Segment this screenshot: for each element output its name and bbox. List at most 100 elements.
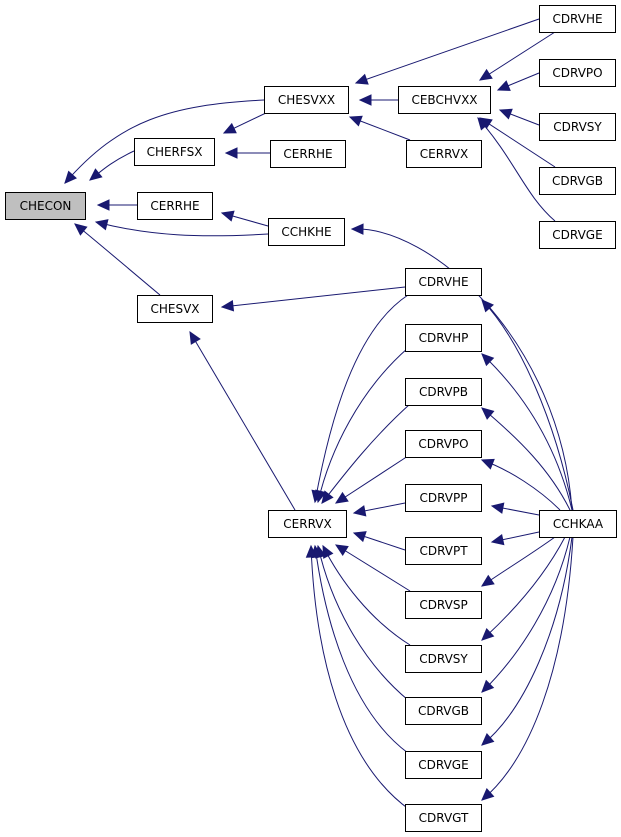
edge-cchkaa-to-cdrvpt — [490, 531, 540, 546]
node-cebchvxx[interactable]: CEBCHVXX — [398, 86, 491, 114]
edge-cchkaa-to-cdrvsp — [481, 536, 556, 587]
node-cdrvsy-top[interactable]: CDRVSY — [539, 113, 616, 141]
node-box — [405, 430, 482, 458]
node-chesvxx[interactable]: CHESVXX — [264, 86, 349, 114]
arrowhead-icon — [480, 458, 495, 470]
edge-cerrhe_a-to-checon — [96, 199, 137, 211]
edge-cchkaa-to-cdrvsy — [481, 536, 566, 641]
node-box — [405, 268, 482, 296]
arrowhead-icon — [481, 299, 494, 313]
arrowhead-icon — [490, 533, 505, 546]
node-label: CERRVX — [283, 517, 331, 531]
arrowhead-icon — [352, 531, 367, 543]
node-cherfsx[interactable]: CHERFSX — [134, 138, 215, 166]
node-cdrvhp[interactable]: CDRVHP — [405, 324, 482, 352]
arrowhead-icon — [305, 544, 318, 558]
node-label: CDRVSY — [419, 652, 468, 666]
node-box — [539, 113, 616, 141]
node-box — [268, 510, 347, 538]
node-box — [405, 378, 482, 406]
node-label: CDRVPP — [420, 491, 468, 505]
node-cdrvhe-top[interactable]: CDRVHE — [539, 5, 616, 33]
node-cdrvgb-top[interactable]: CDRVGB — [539, 167, 616, 195]
arrowhead-icon — [74, 223, 88, 236]
node-box — [405, 697, 482, 725]
node-cdrvge[interactable]: CDRVGE — [405, 751, 482, 779]
edge-cdrvhe_top-to-cebchvxx — [478, 31, 556, 81]
node-label: CDRVPT — [419, 544, 468, 558]
node-box — [268, 218, 345, 246]
edge-line — [335, 455, 409, 504]
arrowhead-icon — [94, 219, 109, 231]
node-cdrvpb[interactable]: CDRVPB — [405, 378, 482, 406]
arrowhead-icon — [481, 627, 495, 641]
node-cdrvhe[interactable]: CDRVHE — [405, 268, 482, 296]
node-cchkhe[interactable]: CCHKHE — [268, 218, 345, 246]
arrowhead-icon — [222, 122, 237, 134]
node-cdrvpo[interactable]: CDRVPO — [405, 430, 482, 458]
node-label: CHESVXX — [278, 93, 335, 107]
node-box — [405, 484, 482, 512]
edge-line — [481, 536, 566, 641]
node-cerrhe-a[interactable]: CERRHE — [137, 192, 213, 220]
edge-line — [335, 544, 411, 592]
node-box — [398, 86, 491, 114]
edge-line — [355, 18, 540, 84]
arrowhead-icon — [220, 210, 235, 222]
node-cdrvpp[interactable]: CDRVPP — [405, 484, 482, 512]
node-box — [137, 295, 213, 323]
node-label: CERRHE — [283, 147, 332, 161]
edge-cchkaa-to-cdrvgb — [481, 536, 571, 693]
edge-line — [479, 117, 556, 168]
arrowhead-icon — [350, 223, 364, 235]
edge-cdrvpb-to-cerrvx — [321, 403, 411, 504]
edge-line — [481, 536, 556, 587]
node-label: CDRVGE — [418, 758, 468, 772]
edges-layer — [64, 18, 574, 811]
node-checon[interactable]: CHECON — [5, 192, 86, 220]
node-box — [539, 221, 616, 249]
edge-cdrvge_top-to-cebchvxx — [477, 117, 556, 222]
node-label: CDRVSP — [419, 598, 467, 612]
edge-line — [322, 545, 411, 646]
node-cdrvgb[interactable]: CDRVGB — [405, 697, 482, 725]
node-label: CHESVX — [150, 302, 199, 316]
node-label: CDRVSY — [553, 120, 602, 134]
node-cdrvsy[interactable]: CDRVSY — [405, 645, 482, 673]
node-box — [405, 591, 482, 619]
arrowhead-icon — [189, 330, 201, 345]
edge-cchkaa-to-cchkhe — [350, 223, 573, 511]
node-label: CCHKHE — [281, 225, 331, 239]
edge-cchkaa-to-cdrvpo — [480, 458, 561, 511]
edge-cchkaa-to-cdrvge — [481, 536, 573, 746]
edge-line — [481, 459, 561, 511]
arrowhead-icon — [321, 490, 334, 504]
node-box — [137, 192, 213, 220]
node-cdrvgt[interactable]: CDRVGT — [405, 804, 482, 832]
node-cdrvpt[interactable]: CDRVPT — [405, 537, 482, 565]
edge-line — [321, 403, 411, 504]
node-label: CHERFSX — [147, 145, 203, 159]
nodes-layer: CHECON CHERFSX CERRHE CHESVX CHESVXX CERRHE CC… — [5, 5, 617, 832]
edge-cdrvpo_top-to-cebchvxx — [496, 72, 540, 91]
node-cerrvx[interactable]: CERRVX — [268, 510, 347, 538]
node-cerrvx-top[interactable]: CERRVX — [406, 140, 482, 168]
edge-cherfsx-to-checon — [89, 150, 135, 181]
node-label: CHECON — [20, 199, 72, 213]
edge-line — [477, 117, 556, 222]
node-box — [406, 140, 482, 168]
edge-chesvx-to-checon — [74, 223, 161, 296]
node-chesvx[interactable]: CHESVX — [137, 295, 213, 323]
arrowhead-icon — [478, 68, 493, 81]
node-cdrvge-top[interactable]: CDRVGE — [539, 221, 616, 249]
edge-line — [74, 223, 161, 296]
edge-cchkaa-to-cdrvgt — [481, 536, 574, 801]
arrowhead-icon — [64, 170, 77, 184]
node-cchkaa[interactable]: CCHKAA — [539, 510, 617, 538]
node-cdrvpo-top[interactable]: CDRVPO — [539, 59, 616, 87]
node-box — [270, 140, 346, 168]
node-cdrvsp[interactable]: CDRVSP — [405, 591, 482, 619]
edge-cerrhe_b-to-cherfsx — [224, 147, 270, 159]
node-cerrhe-b[interactable]: CERRHE — [270, 140, 346, 168]
